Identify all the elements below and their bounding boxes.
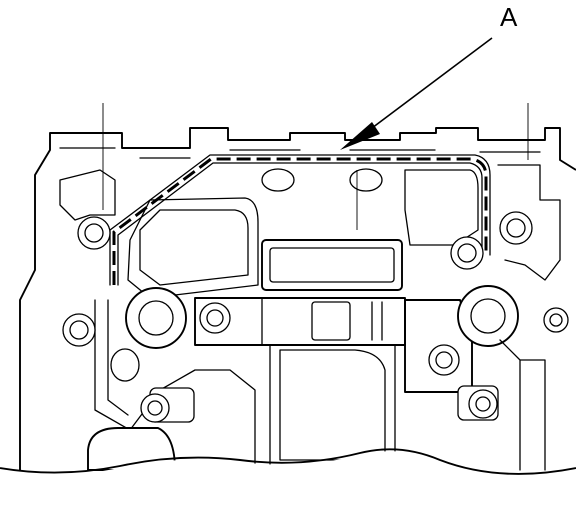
break-line xyxy=(0,448,576,475)
inner-chamber-right xyxy=(404,169,479,246)
lower-cavity-inner xyxy=(279,349,386,461)
bolt-upper-right xyxy=(499,211,533,245)
bolt-upper-left xyxy=(77,216,111,250)
right-mounting-plate xyxy=(404,299,473,393)
gasket-dashed-sealant-line xyxy=(112,157,488,285)
central-slot-inner xyxy=(269,247,395,283)
callout-leader-line xyxy=(371,37,493,129)
housing-outline xyxy=(19,127,576,470)
callout-arrowhead xyxy=(340,122,380,150)
bolt-crossbar-left xyxy=(199,302,231,334)
boss-top-left xyxy=(261,168,295,192)
left-lower-web-2 xyxy=(107,299,129,416)
bolt-lower-left xyxy=(140,387,195,423)
left-lower-boss xyxy=(110,348,140,382)
bolt-left-edge xyxy=(62,313,96,347)
bolt-plate xyxy=(428,344,460,376)
left-lower-web xyxy=(94,299,256,471)
inner-chamber-left xyxy=(139,209,249,286)
cross-bar-pad xyxy=(311,301,351,341)
right-edge-structure xyxy=(497,164,561,281)
bolt-mid-right xyxy=(450,236,484,270)
callout-label-a: A xyxy=(500,2,518,32)
boss-top-right xyxy=(349,168,383,192)
bolt-right-edge xyxy=(543,307,569,333)
bolt-lower-right xyxy=(457,385,499,421)
gasket-groove-inner xyxy=(117,162,483,286)
bolt-boss-right-large xyxy=(457,285,519,347)
right-edge-lower xyxy=(499,339,546,471)
inner-chamber-left-outline xyxy=(127,197,259,299)
gasket-groove-outer xyxy=(109,154,491,286)
central-slot xyxy=(261,239,403,291)
break-fill xyxy=(0,451,576,512)
left-pocket xyxy=(59,169,116,221)
bolt-boss-left-large xyxy=(125,287,187,349)
housing-inner-top-edge xyxy=(59,147,541,159)
